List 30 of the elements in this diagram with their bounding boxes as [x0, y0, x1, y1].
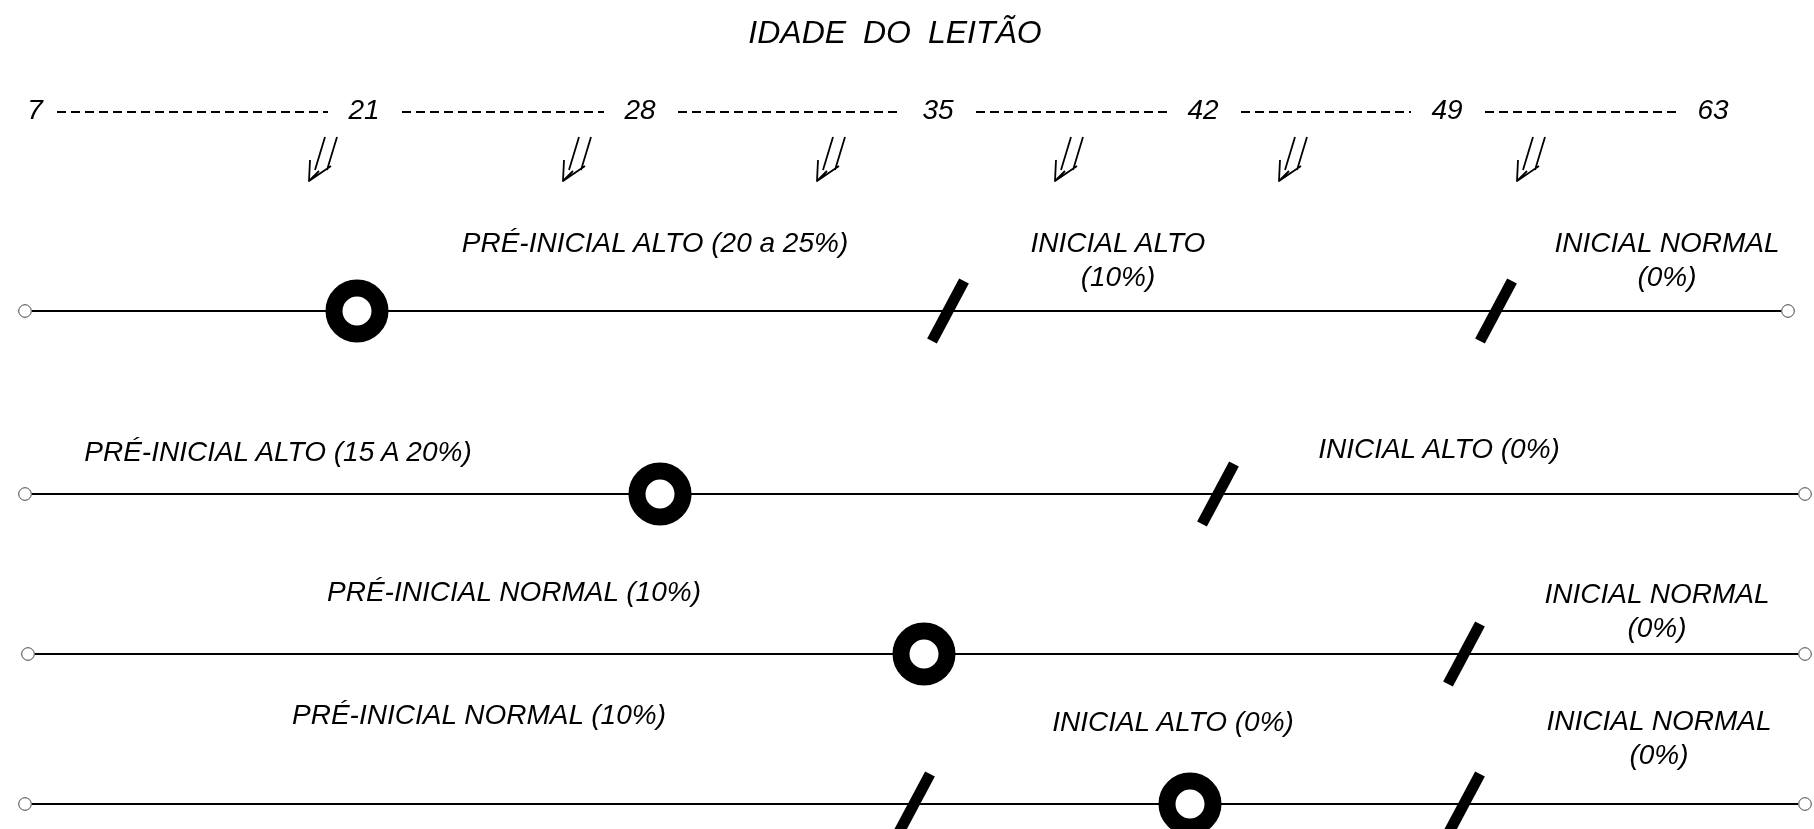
phase-label: INICIAL NORMAL (0%) [1543, 577, 1771, 645]
axis-tick-label: 35 [922, 93, 954, 127]
line-end-circle [1781, 304, 1795, 318]
phase-label: INICIAL ALTO (0%) [1052, 705, 1294, 739]
axis-tick-label: 7 [27, 93, 43, 127]
line-end-circle [1798, 797, 1812, 811]
phase-label: INICIAL NORMAL (0%) [1553, 226, 1781, 294]
phase-label: INICIAL ALTO (0%) [1318, 432, 1560, 466]
phase-label: INICIAL NORMAL (0%) [1545, 704, 1773, 772]
phase-label: PRÉ-INICIAL NORMAL (10%) [327, 575, 701, 609]
diagram-title: IDADE DO LEITÃO [748, 13, 1042, 51]
timeline-line [31, 493, 1799, 495]
line-end-circle [18, 304, 32, 318]
line-end-circle [18, 487, 32, 501]
line-end-circle [18, 797, 32, 811]
timeline-line [31, 310, 1782, 312]
timeline-line [31, 803, 1799, 805]
axis-tick-label: 42 [1187, 93, 1219, 127]
phase-label: INICIAL ALTO (10%) [1029, 226, 1207, 294]
timeline-line [34, 653, 1799, 655]
axis-tick-label: 21 [348, 93, 380, 127]
phase-label: PRÉ-INICIAL ALTO (20 a 25%) [461, 226, 849, 260]
line-end-circle [1798, 487, 1812, 501]
line-end-circle [21, 647, 35, 661]
phase-label: PRÉ-INICIAL NORMAL (10%) [292, 698, 666, 732]
line-end-circle [1798, 647, 1812, 661]
axis-tick-label: 49 [1431, 93, 1463, 127]
axis-tick-label: 63 [1697, 93, 1729, 127]
phase-label: PRÉ-INICIAL ALTO (15 A 20%) [84, 435, 472, 469]
axis-tick-label: 28 [624, 93, 656, 127]
